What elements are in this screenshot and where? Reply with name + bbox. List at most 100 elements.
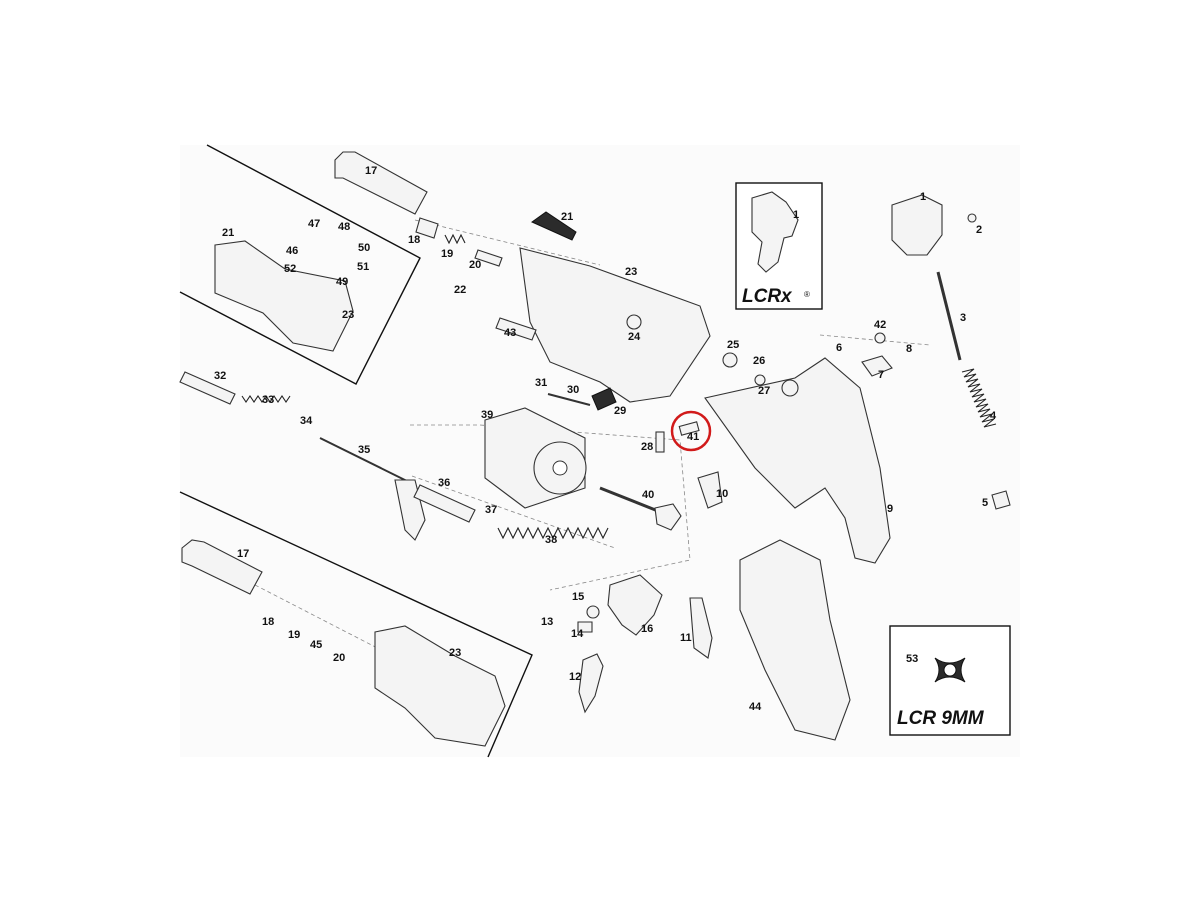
drawing-area	[180, 145, 1020, 757]
part-label-35: 35	[358, 444, 370, 456]
part-label-15: 15	[572, 591, 584, 603]
part-label-38: 38	[545, 534, 557, 546]
inset-frame-bottom-left	[179, 491, 533, 758]
part-label-1: 1	[793, 209, 799, 221]
guide-top	[414, 219, 601, 266]
pin-43	[495, 317, 537, 341]
release-plunger-30	[547, 393, 591, 406]
cylinder-latch-12	[578, 653, 604, 714]
barrel-sleeve-inset	[181, 539, 263, 595]
part-label-2: 2	[976, 224, 982, 236]
part-label-21: 21	[561, 211, 573, 223]
part-label-36: 36	[438, 477, 450, 489]
screw-26	[754, 374, 766, 386]
part-label-51: 51	[357, 261, 369, 273]
part-label-52: 52	[284, 263, 296, 275]
lcrx-label: LCRx	[742, 286, 793, 307]
part-label-29: 29	[614, 405, 626, 417]
bushing-27	[781, 379, 799, 397]
part-label-8: 8	[906, 343, 912, 355]
part-label-18: 18	[262, 616, 274, 628]
part-label-23: 23	[449, 647, 461, 659]
crane-tube	[413, 484, 476, 523]
lcrx-hammer-part	[751, 191, 799, 273]
part-label-16: 16	[641, 623, 653, 635]
mainspring	[961, 368, 997, 428]
inset-lcrx: LCRx ®	[735, 182, 823, 310]
hammer	[891, 194, 943, 256]
detent-18	[415, 217, 439, 239]
part-label-28: 28	[641, 441, 653, 453]
part-label-25: 25	[727, 339, 739, 351]
part-label-13: 13	[541, 616, 553, 628]
part-label-39: 39	[481, 409, 493, 421]
part-label-17: 17	[365, 165, 377, 177]
part-label-21: 21	[222, 227, 234, 239]
plunger-20	[474, 249, 503, 267]
part-label-19: 19	[288, 629, 300, 641]
part-label-42: 42	[874, 319, 886, 331]
main-housing	[519, 247, 711, 403]
part-label-5: 5	[982, 497, 988, 509]
part-label-33: 33	[262, 394, 274, 406]
strut-rod	[936, 271, 962, 361]
trigger	[607, 574, 663, 636]
front-sight	[531, 211, 577, 241]
pin-14	[577, 621, 593, 633]
part-label-34: 34	[300, 415, 313, 427]
inset-frame-top-left	[179, 144, 421, 385]
ejector-spring	[241, 395, 291, 403]
part-label-49: 49	[336, 276, 348, 288]
trigger-bar-11	[689, 597, 713, 659]
grip-frame	[704, 357, 891, 564]
highlight-ring	[670, 410, 712, 452]
part-label-3: 3	[960, 312, 966, 324]
cylinder-release-29	[591, 387, 617, 411]
grip	[739, 539, 851, 741]
part-label-24: 24	[628, 331, 641, 343]
part-label-7: 7	[878, 369, 884, 381]
part-label-23: 23	[625, 266, 637, 278]
part-label-31: 31	[535, 377, 547, 389]
inset-housing-bottom	[374, 625, 506, 747]
part-label-46: 46	[286, 245, 298, 257]
part-label-26: 26	[753, 355, 765, 367]
spring-19	[444, 233, 466, 245]
ejector-rod	[319, 437, 416, 486]
part-label-37: 37	[485, 504, 497, 516]
part-label-14: 14	[571, 628, 584, 640]
inset-lcr-9mm: LCR 9MM	[889, 625, 1011, 736]
part-label-20: 20	[469, 259, 481, 271]
part-label-11: 11	[680, 632, 692, 644]
part-label-50: 50	[358, 242, 370, 254]
part-label-27: 27	[758, 385, 770, 397]
crane-spring	[497, 526, 609, 540]
part-label-45: 45	[310, 639, 322, 651]
spring-15	[586, 605, 600, 619]
guide-crane	[411, 475, 616, 549]
part-label-44: 44	[749, 701, 762, 713]
part-label-43: 43	[504, 327, 516, 339]
registered-mark: ®	[804, 290, 810, 299]
part-label-53: 53	[906, 653, 918, 665]
spring-seat	[991, 490, 1011, 510]
part-label-23: 23	[342, 309, 354, 321]
latch-10	[697, 471, 723, 509]
pin-2	[967, 213, 977, 223]
callout-labels: 1123456789101112131415161717181819192020…	[214, 165, 997, 713]
extractor	[654, 503, 682, 531]
part-label-10: 10	[716, 488, 728, 500]
part-label-22: 22	[454, 284, 466, 296]
part-label-40: 40	[642, 489, 654, 501]
part-label-32: 32	[214, 370, 226, 382]
part-label-47: 47	[308, 218, 320, 230]
part-label-19: 19	[441, 248, 453, 260]
part-label-6: 6	[836, 342, 842, 354]
part-41-pin	[678, 421, 700, 436]
safety-7	[861, 355, 893, 377]
part-label-17: 17	[237, 548, 249, 560]
plunger-42	[874, 332, 886, 344]
inset-housing-top	[214, 240, 354, 352]
ejector-spring-housing	[179, 371, 236, 405]
